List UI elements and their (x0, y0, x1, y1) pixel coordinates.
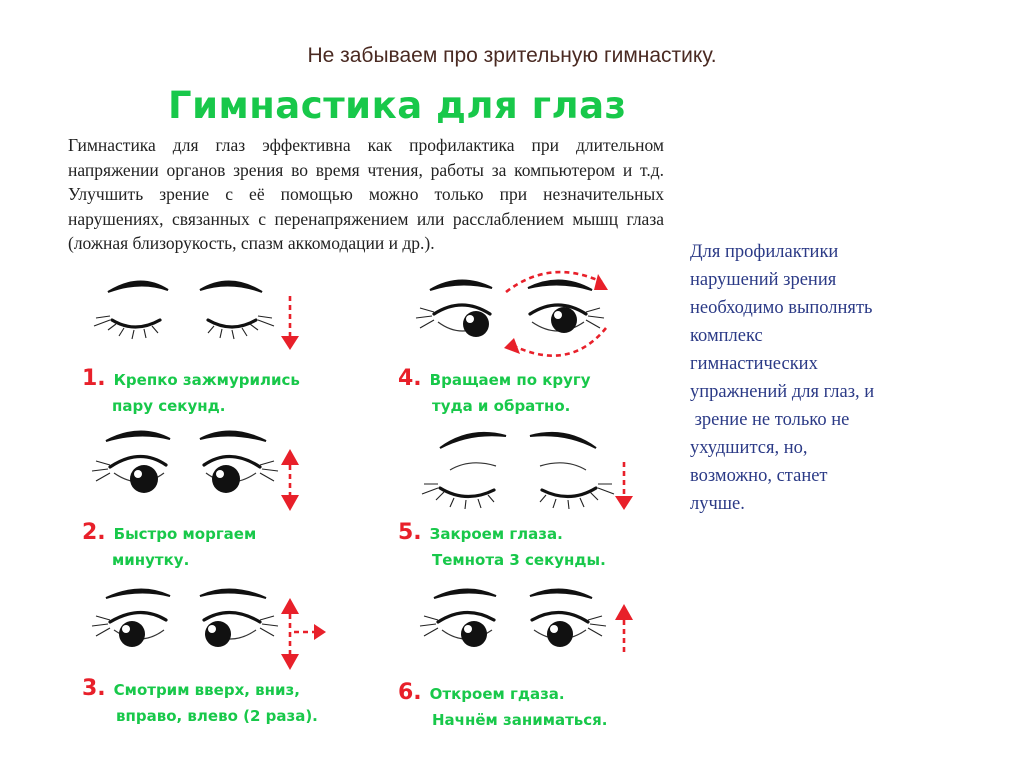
exercise-2-number: 2. (82, 520, 106, 545)
side-note-line: гимнастических (690, 354, 818, 374)
exercise-6-caption: 6. Откроем гдаза. Начнём заниматься. (398, 680, 608, 733)
side-note-line: комплекс (690, 326, 763, 346)
exercise-1-number: 1. (82, 366, 106, 391)
open-eye-right-icon (527, 279, 605, 333)
open-eye-right-icon (199, 588, 279, 647)
exercise-3-line2: вправо, влево (2 раза). (116, 707, 318, 725)
open-eye-left-icon (419, 588, 497, 647)
open-eye-left-icon (91, 430, 171, 493)
exercise-6-number: 6. (398, 680, 422, 705)
open-eye-left-icon (91, 588, 171, 647)
circular-arrow-icon (504, 270, 608, 357)
exercise-2-figure (91, 430, 299, 511)
open-eye-right-icon (529, 588, 607, 647)
side-note-line: зрение не только не (690, 410, 850, 430)
exercise-3-line1: Смотрим вверх, вниз, (113, 681, 300, 699)
up-down-arrow-icon (281, 449, 299, 511)
exercise-1-caption: 1. Крепко зажмурились пару секунд. (82, 366, 300, 419)
open-eye-left-icon (415, 279, 493, 337)
side-note-line: Для профилактики (690, 242, 839, 262)
closed-eye-left-icon (421, 431, 507, 510)
side-note: Для профилактики нарушений зрения необхо… (690, 238, 980, 518)
exercise-6-line1: Откроем гдаза. (429, 685, 565, 703)
exercise-4-caption: 4. Вращаем по кругу туда и обратно. (398, 366, 591, 419)
exercise-5-figure (421, 431, 633, 510)
exercise-3-caption: 3. Смотрим вверх, вниз, вправо, влево (2 … (82, 676, 318, 729)
exercise-1-line2: пару секунд. (112, 397, 226, 415)
exercise-4-line2: туда и обратно. (432, 397, 571, 415)
exercise-5-number: 5. (398, 520, 422, 545)
side-note-line: лучше. (690, 494, 745, 514)
slide-title: Не забываем про зрительную гимнастику. (307, 44, 717, 67)
closed-eye-left-icon (93, 280, 169, 340)
closed-eye-right-icon (199, 280, 275, 340)
down-arrow-icon (615, 462, 633, 510)
poster-title: Гимнастика для глаз (168, 84, 627, 127)
exercise-2-caption: 2. Быстро моргаем минутку. (82, 520, 256, 573)
closed-eye-right-icon (529, 431, 615, 510)
exercise-6-figure (419, 588, 633, 656)
exercise-1-line1: Крепко зажмурились (113, 371, 300, 389)
exercise-5-caption: 5. Закроем глаза. Темнота 3 секунды. (398, 520, 606, 573)
exercise-3-number: 3. (82, 676, 106, 701)
exercise-4-figure (415, 270, 608, 357)
up-arrow-icon (615, 604, 633, 656)
exercise-6-line2: Начнём заниматься. (432, 711, 608, 729)
down-arrow-icon (281, 296, 299, 350)
exercise-4-number: 4. (398, 366, 422, 391)
side-note-line: необходимо выполнять (690, 298, 873, 318)
exercise-2-line2: минутку. (112, 551, 190, 569)
exercise-3-figure (91, 588, 326, 670)
exercise-5-line2: Темнота 3 секунды. (432, 551, 606, 569)
side-note-line: упражнений для глаз, и (690, 382, 875, 402)
open-eye-right-icon (199, 430, 279, 493)
side-note-line: возможно, станет (690, 466, 828, 486)
exercise-1-figure (93, 280, 299, 350)
exercise-4-line1: Вращаем по кругу (429, 371, 591, 389)
poster-intro: Гимнастика для глаз эффективна как профи… (68, 135, 664, 253)
exercise-2-line1: Быстро моргаем (113, 525, 257, 543)
cross-arrow-icon (281, 598, 326, 670)
side-note-line: ухудшится, но, (690, 438, 808, 458)
side-note-line: нарушений зрения (690, 270, 837, 290)
exercise-5-line1: Закроем глаза. (429, 525, 563, 543)
